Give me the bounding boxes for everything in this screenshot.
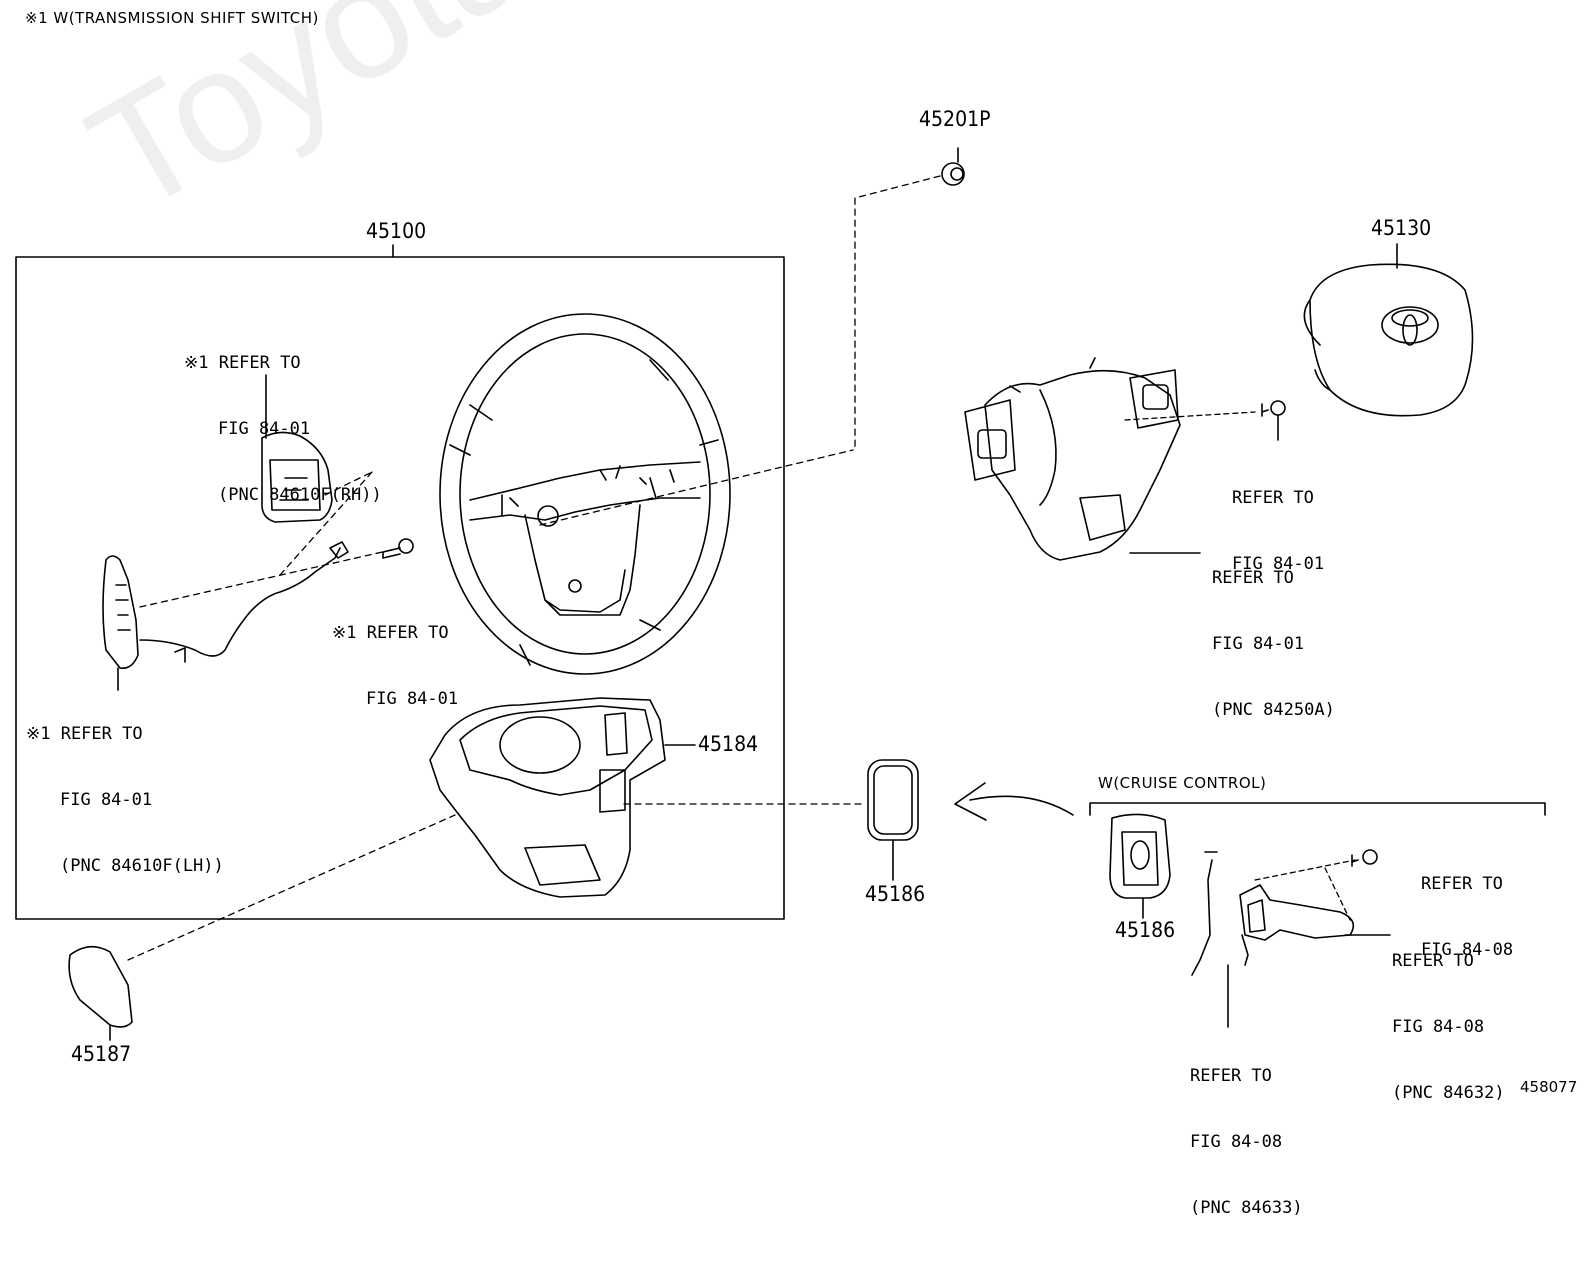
airbag-icon-45130 [1303, 263, 1474, 417]
dashed-leaders-cruise [1254, 859, 1356, 921]
cruise-switch-icon [1191, 851, 1355, 976]
part-number-45186-right[interactable]: 45186 [1115, 918, 1176, 942]
switch-rh-icon [261, 374, 333, 523]
part-number-45186-center[interactable]: 45186 [865, 882, 926, 906]
switch-lh-icon [102, 555, 139, 691]
assembly-box-45100 [15, 256, 785, 920]
pad-icon-45186-center [867, 759, 919, 841]
part-number-45201P[interactable]: 45201P [919, 107, 991, 131]
ref-note-switch-pad: REFER TO FIG 84-01 (PNC 84250A) [1212, 568, 1335, 720]
ref-note-cruise-harness: REFER TO FIG 84-08 (PNC 84633) [1190, 1066, 1303, 1218]
part-number-45187[interactable]: 45187 [71, 1042, 132, 1066]
nut-icon-45201P [941, 162, 965, 186]
ref-note-screw-left: ※1 REFER TO FIG 84-01 [332, 623, 459, 709]
cover-icon-45187 [68, 945, 133, 1041]
cruise-group-label: W(CRUISE CONTROL) [1098, 774, 1267, 792]
screw-icon-right [1261, 400, 1286, 417]
toyota-logo-icon [1381, 306, 1439, 346]
ref-note-cruise-switch: REFER TO FIG 84-08 (PNC 84632) [1392, 951, 1505, 1103]
lower-cover-icon-45184 [429, 697, 666, 898]
screw-icon-left [382, 538, 414, 559]
part-number-45100[interactable]: 45100 [366, 219, 427, 243]
ref-note-screw-right: REFER TO FIG 84-01 [1232, 488, 1325, 574]
switch-pad-assembly-icon [964, 357, 1181, 561]
ref-note-rh-switch: ※1 REFER TO FIG 84-01 (PNC 84610F(RH)) [184, 353, 382, 505]
parts-diagram: ToyotaCarMine.ru [15, 0, 1578, 1218]
ref-note-cruise-screw: REFER TO FIG 84-08 [1421, 874, 1514, 960]
dashed-leader-45201P [854, 175, 941, 451]
pad-icon-45186-right [1109, 813, 1171, 899]
curved-arrow-icon [954, 782, 1074, 821]
part-number-45130[interactable]: 45130 [1371, 216, 1432, 240]
dashed-leaders-left [127, 449, 863, 961]
screw-icon-cruise [1351, 849, 1378, 867]
header-note: ※1 W(TRANSMISSION SHIFT SWITCH) [25, 9, 319, 27]
cruise-group-bracket [1089, 802, 1546, 816]
steering-wheel-icon [439, 313, 731, 675]
diagram-drawing [15, 147, 1546, 1041]
part-number-45184[interactable]: 45184 [698, 732, 759, 756]
figure-number: 458077 [1520, 1078, 1578, 1096]
wire-harness-icon [139, 547, 341, 657]
ref-note-lh-switch: ※1 REFER TO FIG 84-01 (PNC 84610F(LH)) [26, 724, 224, 876]
